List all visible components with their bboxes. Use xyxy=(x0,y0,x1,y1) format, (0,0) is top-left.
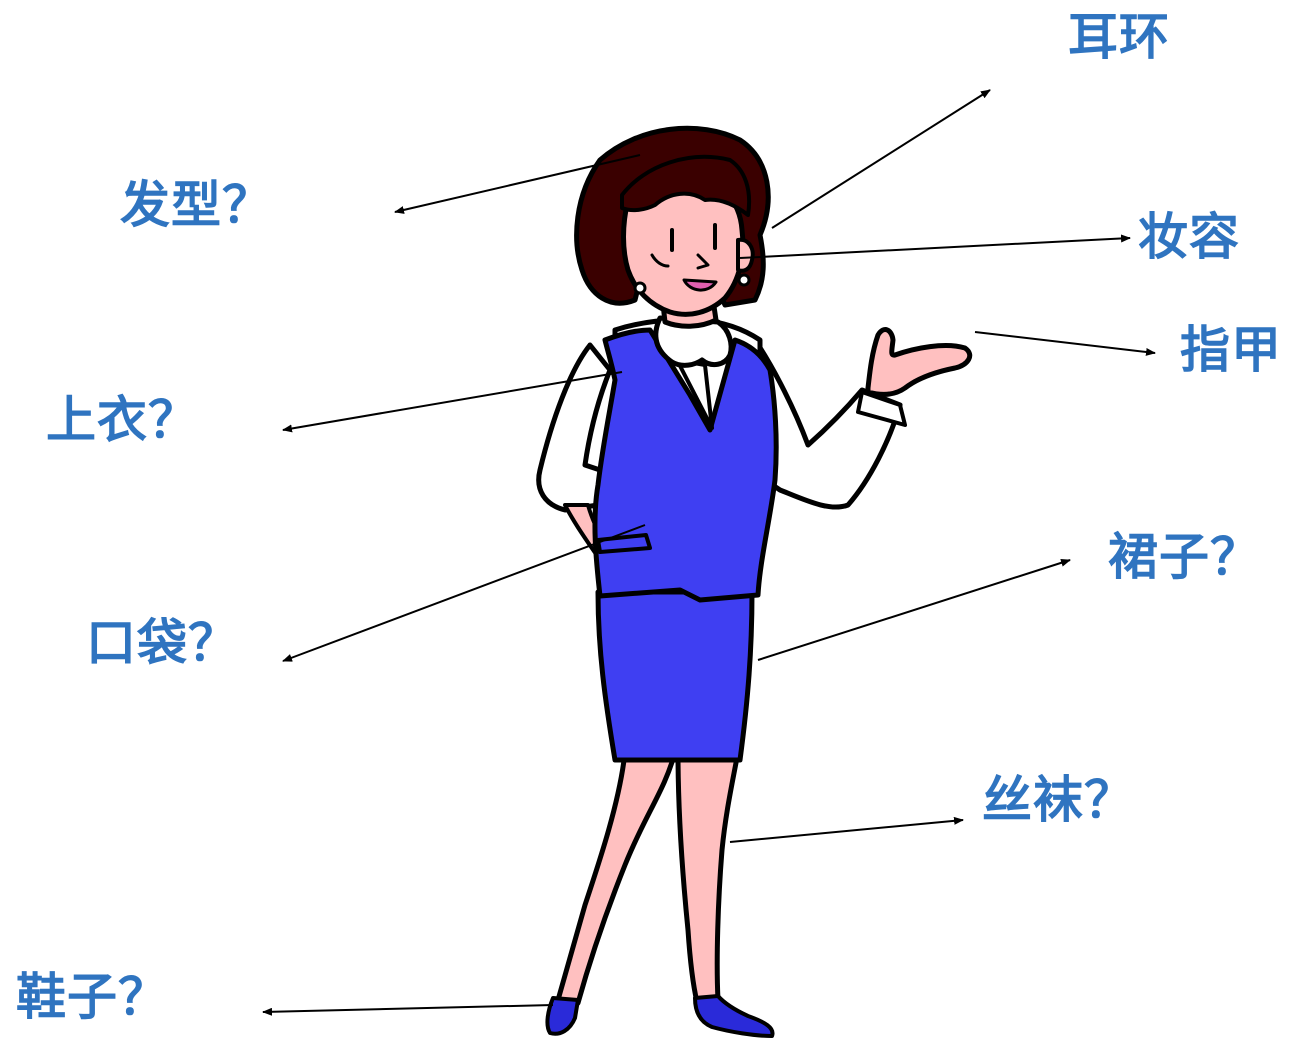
arrow-stockings xyxy=(729,816,964,843)
label-earrings: 耳环 xyxy=(1068,8,1170,66)
ear xyxy=(736,237,755,273)
vest-pocket xyxy=(596,533,652,554)
label-hairstyle: 发型？ xyxy=(120,176,273,234)
vest xyxy=(592,327,779,603)
arrow-hairstyle xyxy=(394,154,641,214)
left-leg xyxy=(555,749,678,1006)
hair-bangs xyxy=(620,155,752,217)
right-shoe xyxy=(693,994,775,1038)
arrow-nails xyxy=(974,331,1156,356)
label-nails: 指甲 xyxy=(1180,321,1282,379)
left-earring xyxy=(633,281,647,295)
label-pocket: 口袋？ xyxy=(86,614,239,672)
label-makeup: 妆容 xyxy=(1138,208,1240,266)
annotation-arrows xyxy=(262,89,1156,1016)
right-cuff xyxy=(856,390,907,427)
arrow-earrings xyxy=(771,89,991,229)
label-skirt: 裙子？ xyxy=(1108,528,1261,586)
businesswoman-figure xyxy=(536,125,973,1038)
arrow-skirt xyxy=(757,558,1071,661)
arrow-makeup xyxy=(739,234,1131,259)
left-arm-sleeve xyxy=(536,342,613,513)
arrow-shoes xyxy=(262,1004,554,1016)
left-cheek xyxy=(650,253,670,268)
nose xyxy=(696,253,710,270)
right-leg xyxy=(675,749,741,1005)
label-shoes: 鞋子？ xyxy=(16,968,169,1026)
shirt-collar xyxy=(653,315,734,368)
skirt xyxy=(595,589,755,763)
arrow-top xyxy=(282,371,623,433)
left-shoe xyxy=(545,996,580,1036)
right-hand xyxy=(865,327,973,397)
label-stockings: 丝袜？ xyxy=(982,771,1135,829)
earring xyxy=(737,273,751,287)
label-top: 上衣？ xyxy=(46,391,199,449)
mouth xyxy=(682,278,718,292)
arrow-pocket xyxy=(282,524,646,662)
